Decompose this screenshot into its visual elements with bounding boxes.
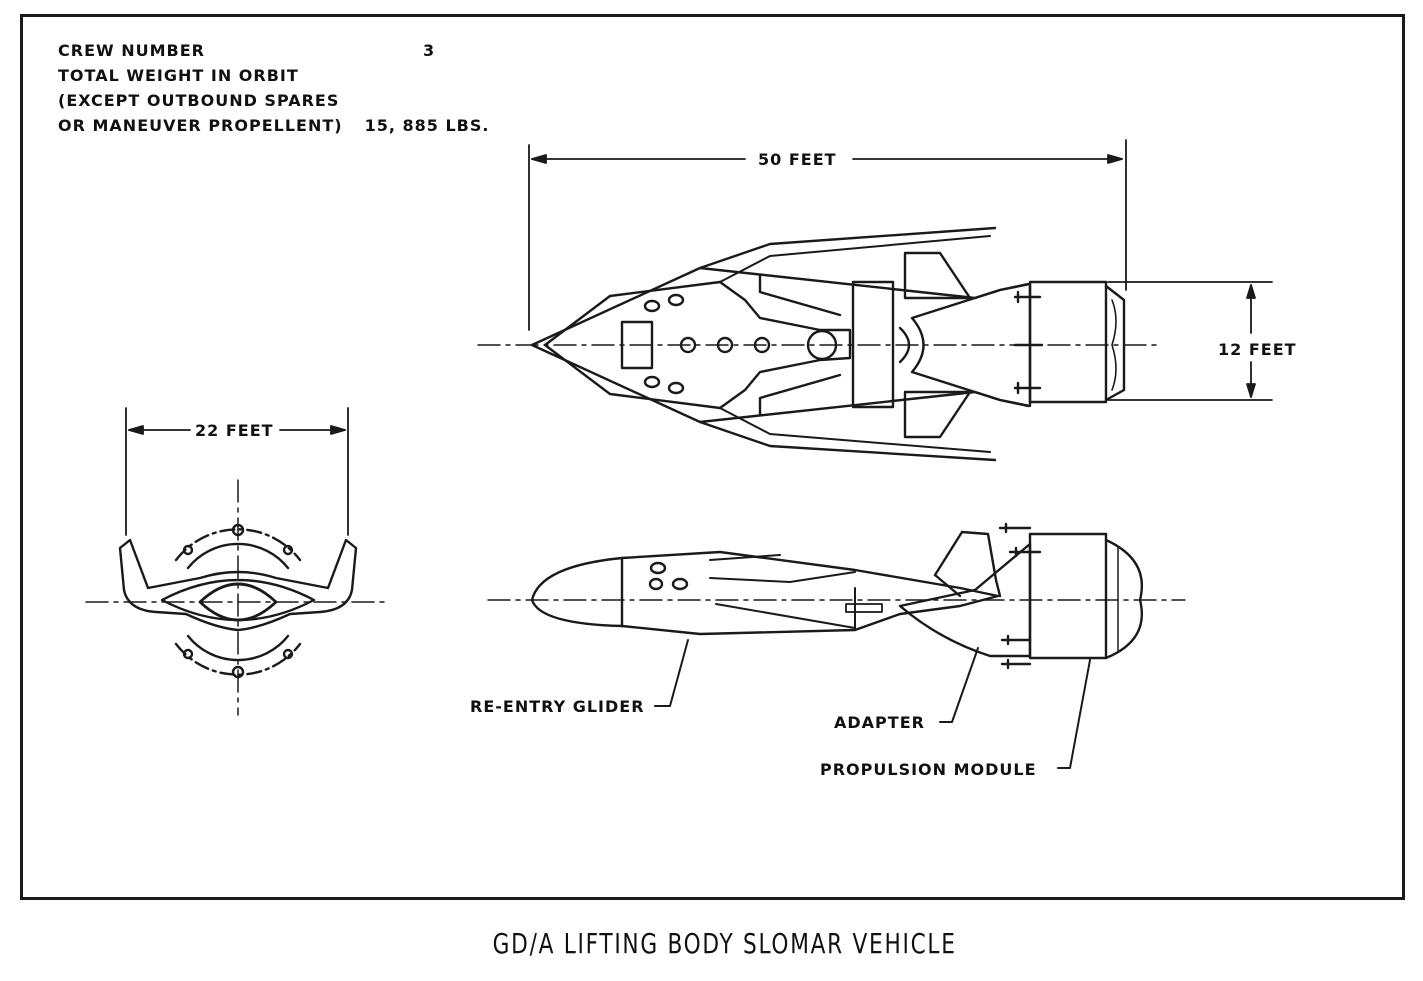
weight-line-2: (EXCEPT OUTBOUND SPARES [58,91,340,110]
span-dimension [125,407,349,536]
callout-leaders [654,639,1091,769]
propulsion-label: PROPULSION MODULE [820,760,1037,779]
front-view [85,479,389,716]
width-label: 12 FEET [1218,340,1297,359]
weight-line-3-row: OR MANEUVER PROPELLENT) 15, 885 LBS. [58,113,489,138]
length-dimension [528,139,1127,331]
span-label: 22 FEET [195,421,274,440]
length-label: 50 FEET [758,150,837,169]
crew-value: 3 [423,41,436,60]
crew-label: CREW NUMBER [58,41,205,60]
adapter-label: ADAPTER [834,713,925,732]
top-view [477,226,1161,462]
crew-row: CREW NUMBER 3 [58,38,489,63]
weight-value: 15, 885 LBS. [364,116,490,135]
drawing-frame [20,14,1405,900]
weight-line-1: TOTAL WEIGHT IN ORBIT [58,66,299,85]
weight-line-3: OR MANEUVER PROPELLENT) [58,116,343,135]
side-view [487,522,1186,670]
caption-text: GD/A LIFTING BODY SLOMAR VEHICLE [492,927,957,960]
spec-block: CREW NUMBER 3 TOTAL WEIGHT IN ORBIT (EXC… [58,38,489,138]
glider-label: RE-ENTRY GLIDER [470,697,645,716]
figure-caption: GD/A LIFTING BODY SLOMAR VEHICLE [0,927,1423,960]
width-dimension [1107,281,1273,401]
